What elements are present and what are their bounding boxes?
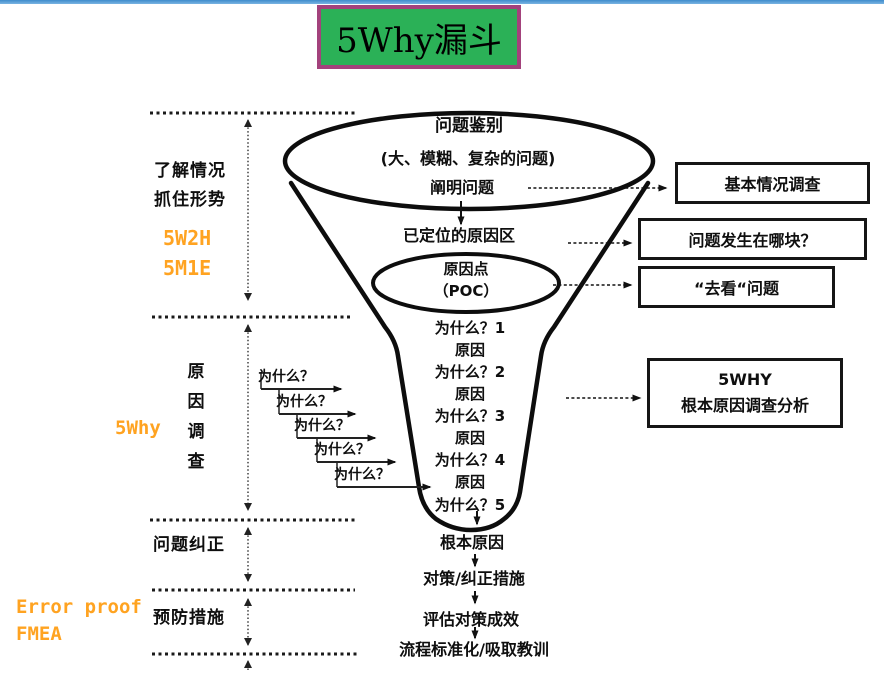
stem-line: 为什么？2 bbox=[434, 363, 506, 381]
cascade-why-label: 为什么？ bbox=[276, 394, 332, 410]
stem-line: 为什么？4 bbox=[434, 451, 506, 469]
stem-line: 原因 bbox=[454, 429, 486, 447]
funnel-top-line1: 问题鉴别 bbox=[435, 116, 503, 136]
cascade-why-label: 为什么？ bbox=[314, 442, 370, 458]
flow-arrows bbox=[457, 201, 481, 640]
callout-box-where-problem: 问题发生在哪块？ bbox=[638, 218, 867, 260]
stem-line: 为什么？1 bbox=[434, 319, 506, 337]
funnel-top-line3: 阐明问题 bbox=[429, 178, 495, 197]
stage1-label-line2: 抓住形势 bbox=[154, 190, 226, 210]
stage-dotted-separators bbox=[150, 111, 357, 656]
tools1-label-line2: 5M1E bbox=[163, 256, 212, 280]
callout-dashed-arrows bbox=[528, 184, 668, 402]
tools2-label: 5Why bbox=[115, 417, 161, 439]
callout-box-5why-analysis: 5WHY 根本原因调查分析 bbox=[647, 358, 843, 428]
poc-ellipse-icon bbox=[371, 252, 561, 314]
callout-box-basic-investigation: 基本情况调查 bbox=[675, 162, 870, 204]
poc-label-line1: 原因点 bbox=[443, 260, 489, 278]
callout-box-label: 问题发生在哪块？ bbox=[688, 231, 817, 250]
cascade-why-label: 为什么？ bbox=[334, 467, 390, 483]
stage4-label: 预防措施 bbox=[153, 608, 225, 628]
funnel-shape-icon bbox=[282, 110, 656, 533]
cascade-why-label: 为什么？ bbox=[258, 369, 314, 385]
cascade-why-label: 为什么？ bbox=[294, 418, 350, 434]
callout-box-label-line2: 根本原因调查分析 bbox=[680, 396, 809, 415]
stage3-label: 问题纠正 bbox=[153, 535, 225, 555]
stem-line: 为什么？5 bbox=[434, 496, 506, 514]
callout-box-label: “去看“问题 bbox=[693, 279, 780, 298]
stem-line: 为什么？3 bbox=[434, 407, 506, 425]
located-cause-area-label: 已定位的原因区 bbox=[402, 226, 516, 245]
stage2-label-vertical: 原因调查 bbox=[187, 362, 205, 472]
tools4-label-line1: Error proof bbox=[16, 596, 142, 618]
stem-line: 原因 bbox=[454, 385, 486, 403]
top-accent-bar bbox=[0, 0, 884, 4]
poc-label-line2: （POC） bbox=[433, 282, 499, 300]
callout-box-go-see: “去看“问题 bbox=[638, 266, 835, 308]
stem-line: 原因 bbox=[454, 473, 486, 491]
callout-box-label-line1: 5WHY bbox=[718, 370, 772, 390]
callout-box-label: 基本情况调查 bbox=[724, 175, 821, 194]
tools4-label-line2: FMEA bbox=[16, 623, 62, 645]
flow-step-countermeasure: 对策/纠正措施 bbox=[423, 569, 525, 588]
flow-step-standardize: 流程标准化/吸取教训 bbox=[399, 640, 549, 659]
slide-title: 5Why漏斗 bbox=[336, 20, 502, 61]
funnel-top-line2: (大、模糊、复杂的问题) bbox=[380, 149, 556, 168]
stem-line: 原因 bbox=[454, 341, 486, 359]
flow-step-evaluate: 评估对策成效 bbox=[422, 610, 520, 629]
stage1-label-line1: 了解情况 bbox=[154, 161, 226, 181]
tools1-label-line1: 5W2H bbox=[163, 226, 212, 250]
slide-title-box: 5Why漏斗 bbox=[317, 5, 521, 69]
why-cascade-arrows bbox=[260, 372, 432, 491]
flow-step-root-cause: 根本原因 bbox=[439, 533, 505, 552]
